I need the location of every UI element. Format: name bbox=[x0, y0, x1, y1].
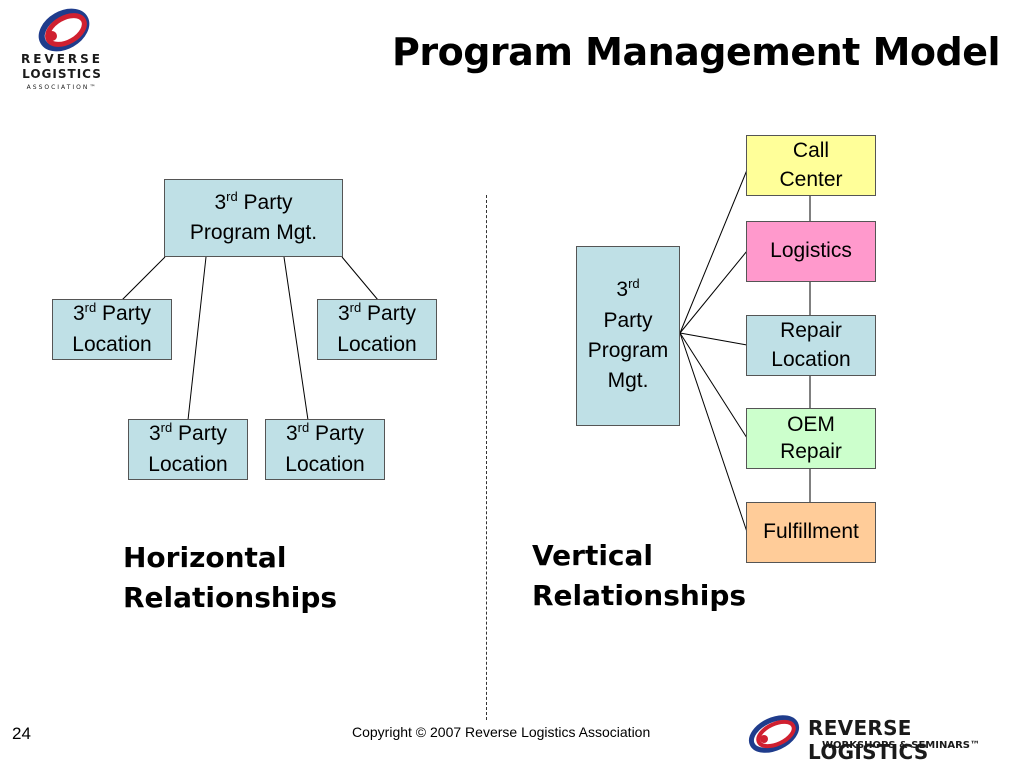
logo-text-logistics: LOGISTICS bbox=[22, 67, 102, 81]
workshops-logo-title: REVERSE LOGISTICS bbox=[808, 716, 929, 764]
copyright-text: Copyright © 2007 Reverse Logistics Assoc… bbox=[352, 724, 651, 740]
workshops-logo-subtitle: WORKSHOPS & SEMINARS™ bbox=[822, 740, 980, 751]
logo-text-reverse: REVERSE bbox=[20, 52, 103, 66]
vertical-root-program-mgt: 3rd Party Program Mgt. bbox=[576, 246, 680, 426]
vertical-caption: Vertical Relationships bbox=[532, 539, 747, 612]
vertical-node-logistics: Logistics bbox=[746, 221, 876, 282]
vertical-node-call-center: Call Center bbox=[746, 135, 876, 196]
horizontal-location-node-1: 3rd Party Location bbox=[52, 299, 172, 360]
slide-title: Program Management Model bbox=[392, 30, 1000, 74]
section-divider bbox=[486, 195, 487, 720]
horizontal-root-program-mgt: 3rd Party Program Mgt. bbox=[164, 179, 343, 257]
horizontal-caption: Horizontal Relationships bbox=[123, 541, 338, 614]
vertical-node-oem-repair: OEM Repair bbox=[746, 408, 876, 469]
horizontal-location-node-4: 3rd Party Location bbox=[265, 419, 385, 480]
vertical-node-fulfillment: Fulfillment bbox=[746, 502, 876, 563]
horizontal-location-node-3: 3rd Party Location bbox=[128, 419, 248, 480]
logo-text-association: ASSOCIATION™ bbox=[26, 84, 98, 91]
association-logo-emblem-icon bbox=[38, 8, 90, 52]
workshops-logo-emblem-icon bbox=[748, 715, 800, 753]
vertical-node-repair-location: Repair Location bbox=[746, 315, 876, 376]
horizontal-location-node-2: 3rd Party Location bbox=[317, 299, 437, 360]
slide-number: 24 bbox=[12, 724, 31, 743]
